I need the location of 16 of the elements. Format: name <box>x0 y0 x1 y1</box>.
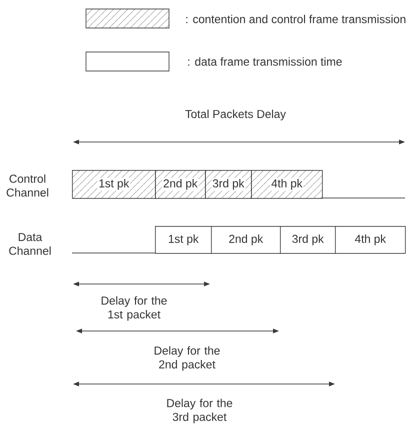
packet-box: 3rd pk <box>280 226 336 254</box>
hatched-packet-box: 1st pk <box>72 170 156 199</box>
channel-label: Control Channel <box>6 174 48 197</box>
hatched-packet-box: 3rd pk <box>205 170 252 199</box>
packet-box: 2nd pk <box>211 226 281 254</box>
dimension-label: Delay for the 3rd packet <box>167 398 232 424</box>
hatched-packet-box: 4th pk <box>251 170 323 199</box>
hatched-packet-box: 2nd pk <box>155 170 206 199</box>
dimension-label: Delay for the 2nd packet <box>154 346 220 371</box>
legend-text: : data frame transmission time <box>188 57 342 66</box>
dimension-label: Delay for the 1st packet <box>102 296 167 321</box>
dimension-label: Total Packets Delay <box>185 110 286 120</box>
packet-box: 1st pk <box>155 226 212 254</box>
legend-text: : contention and control frame transmission <box>186 14 406 24</box>
packet-box: 4th pk <box>335 226 406 254</box>
channel-label: Data Channel <box>9 233 51 255</box>
